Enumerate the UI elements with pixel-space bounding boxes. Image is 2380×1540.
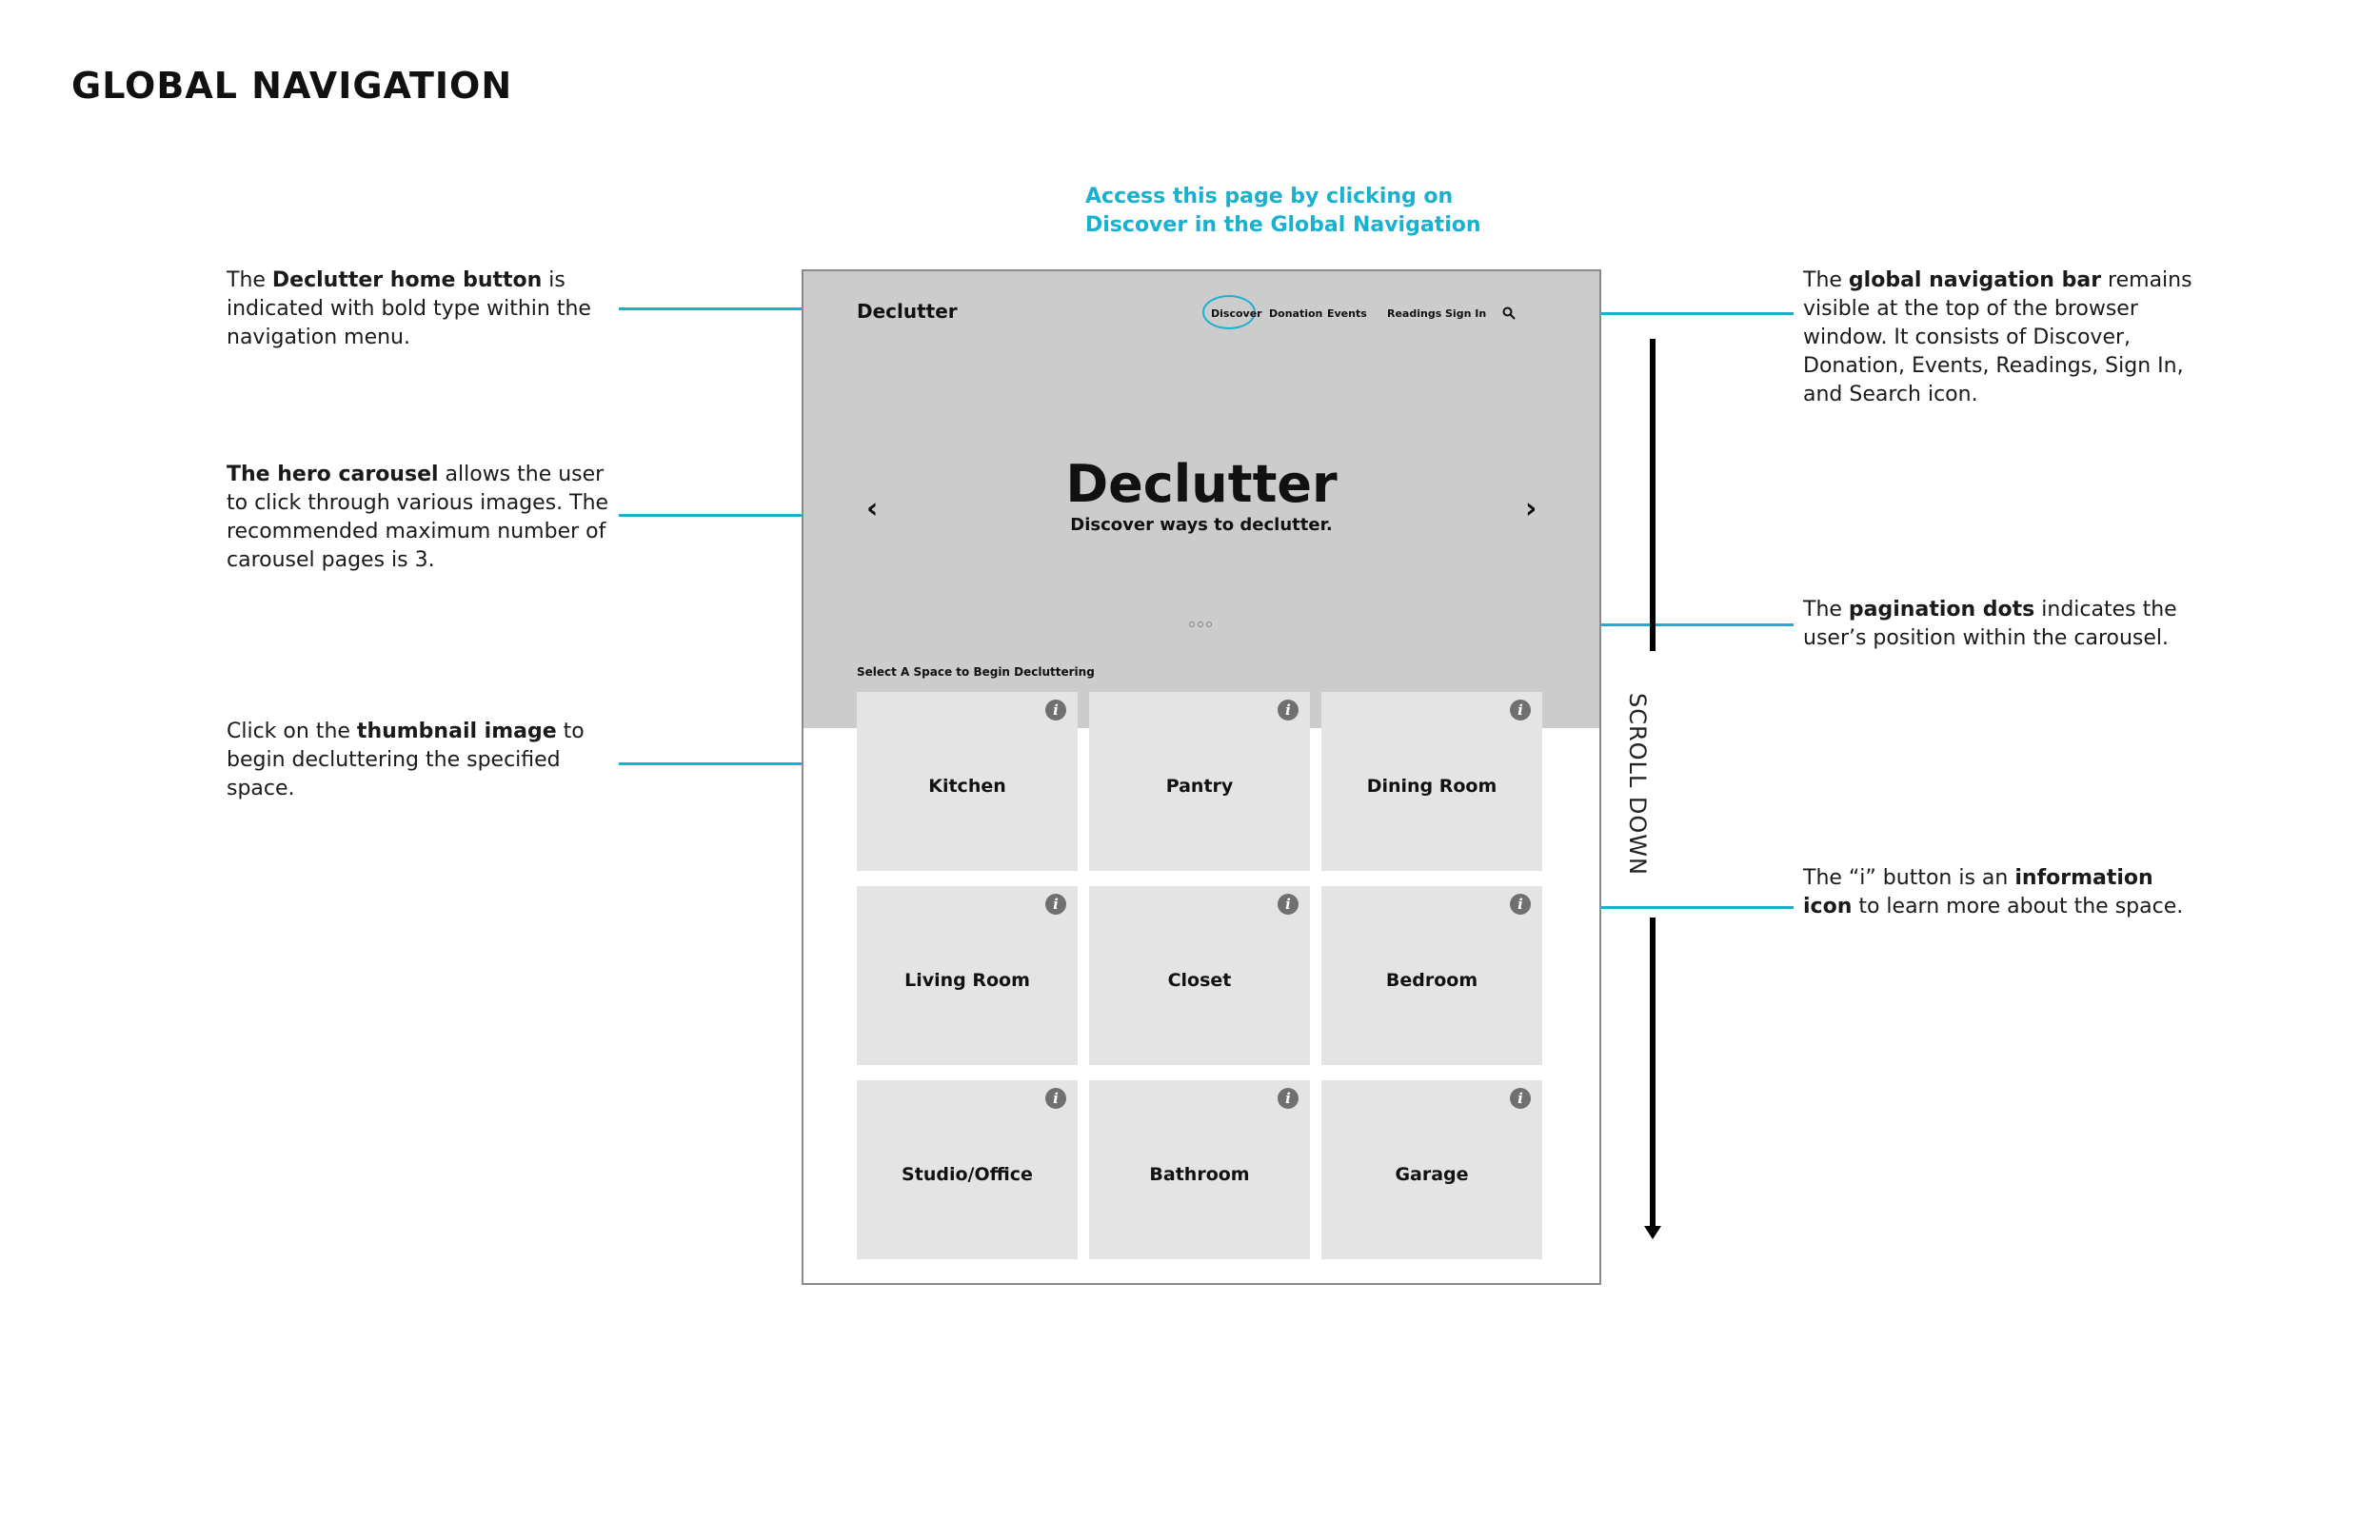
pagination-dot[interactable] [1206, 622, 1212, 627]
info-icon[interactable]: i [1045, 894, 1066, 915]
info-icon[interactable]: i [1278, 700, 1299, 721]
hero-carousel: Declutter Discover Donation Events Readi… [803, 271, 1599, 728]
annotation-text: The “i” button is an [1803, 866, 2015, 890]
annotation-text: The [1803, 598, 1849, 622]
leader-line-home-button [619, 307, 847, 310]
annotation-emphasis: thumbnail image [356, 720, 557, 743]
space-tile-label: Garage [1395, 1164, 1469, 1185]
nav-donation[interactable]: Donation [1269, 307, 1323, 320]
annotation-text: Click on the [227, 720, 357, 743]
annotation-text: allows the user to click through various… [227, 463, 609, 572]
pagination-dot[interactable] [1189, 622, 1195, 627]
annotation-info-icon: The “i” button is an information icon to… [1803, 864, 2203, 921]
leader-line-hero-carousel [619, 514, 847, 517]
annotation-hero-carousel: The hero carousel allows the user to cli… [227, 461, 626, 575]
annotation-text: indicates the user’s position within the… [1803, 598, 2177, 650]
space-tile-label: Pantry [1165, 776, 1234, 797]
section-label: Select A Space to Begin Decluttering [857, 665, 1095, 679]
space-tile-label: Studio/Office [902, 1164, 1033, 1185]
nav-sign-in[interactable]: Sign In [1445, 307, 1487, 320]
annotation-home-button: The Declutter home button is indicated w… [227, 267, 617, 352]
carousel-prev-button[interactable]: ‹ [866, 492, 879, 525]
scroll-line-bottom [1650, 918, 1656, 1228]
nav-discover[interactable]: Discover [1211, 307, 1262, 320]
space-tile-label: Closet [1167, 970, 1232, 991]
home-button[interactable]: Declutter [857, 300, 958, 323]
carousel-next-button[interactable]: › [1525, 492, 1537, 525]
space-tile-label: Bedroom [1385, 970, 1478, 991]
info-icon[interactable]: i [1278, 1088, 1299, 1109]
annotation-emphasis: information icon [1803, 866, 2153, 918]
space-tile-label: Bathroom [1149, 1164, 1250, 1185]
info-icon[interactable]: i [1045, 700, 1066, 721]
info-icon[interactable]: i [1510, 700, 1531, 721]
page-title: GLOBAL NAVIGATION [71, 65, 513, 107]
info-icon[interactable]: i [1510, 1088, 1531, 1109]
annotation-text: The [1803, 268, 1849, 292]
space-tile-label: Living Room [904, 970, 1030, 991]
space-tile-label: Kitchen [928, 776, 1006, 797]
info-icon[interactable]: i [1278, 894, 1299, 915]
leader-line-info-icon [1542, 906, 1794, 909]
annotation-global-nav: The global navigation bar remains visibl… [1803, 267, 2203, 409]
annotation-emphasis: The hero carousel [227, 463, 439, 486]
annotation-thumbnail: Click on the thumbnail image to begin de… [227, 718, 617, 803]
scroll-arrow-icon [1644, 1226, 1661, 1239]
access-note: Access this page by clicking on Discover… [1085, 185, 1481, 237]
annotation-emphasis: global navigation bar [1848, 268, 2102, 292]
pagination-dot[interactable] [1198, 622, 1203, 627]
nav-events[interactable]: Events [1327, 307, 1367, 320]
annotation-text: to learn more about the space. [1852, 895, 2184, 918]
space-tile-label: Dining Room [1366, 776, 1497, 797]
annotation-text: The [227, 268, 272, 292]
nav-readings[interactable]: Readings [1387, 307, 1442, 320]
leader-line-thumbnail [619, 762, 862, 765]
hero-subtitle: Discover ways to declutter. [1070, 515, 1333, 535]
search-icon[interactable] [1502, 306, 1516, 320]
annotation-emphasis: pagination dots [1848, 598, 2035, 622]
nav-discover-highlight [1202, 295, 1256, 329]
scroll-down-label: SCROLL DOWN [1624, 693, 1651, 876]
annotation-text: is indicated with bold type within the n… [227, 268, 591, 349]
leader-line-global-nav [1521, 312, 1794, 315]
annotation-emphasis: Declutter home button [271, 268, 543, 292]
hero-title: Declutter [1065, 454, 1338, 514]
annotation-text: remains visible at the top of the browse… [1803, 268, 2192, 406]
wireframe-page: Declutter Discover Donation Events Readi… [802, 269, 1601, 1285]
annotation-pagination: The pagination dots indicates the user’s… [1803, 596, 2203, 653]
scroll-line-top [1650, 339, 1656, 651]
annotation-text: to begin decluttering the specified spac… [227, 720, 585, 800]
info-icon[interactable]: i [1045, 1088, 1066, 1109]
info-icon[interactable]: i [1510, 894, 1531, 915]
